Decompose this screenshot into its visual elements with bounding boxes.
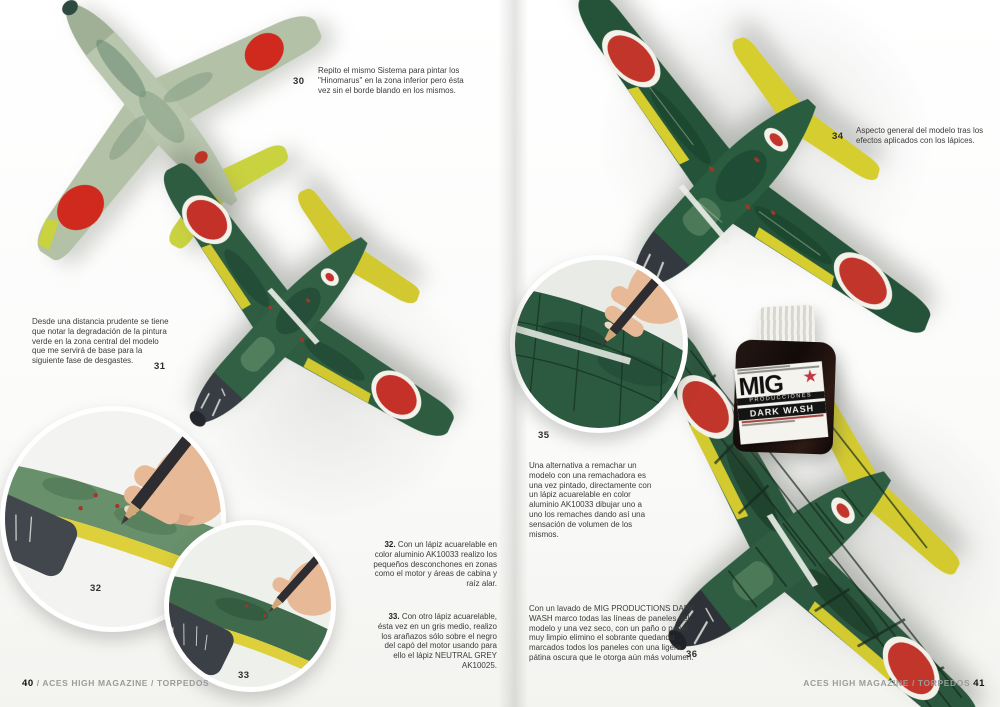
photo-inset-step35 [510, 255, 688, 433]
footer-left-text: / ACES HIGH MAGAZINE / TORPEDOS [36, 678, 210, 688]
step-number-35: 35 [538, 430, 550, 441]
red-star-icon: ★ [802, 367, 818, 386]
hinomaru-fuselage [831, 497, 855, 524]
wing-surface [169, 575, 331, 672]
caption-step-36: Con un lavado de MIG PRODUCTIONS DARK WA… [529, 604, 695, 662]
bottle-body: MIG★ PRODUCCIONES DARK WASH [732, 339, 837, 455]
yellow-leading-edge [37, 218, 60, 251]
hand-with-pencil [267, 525, 331, 616]
hinomaru-left-wing [833, 252, 893, 310]
step-number-33: 33 [238, 670, 250, 681]
hinomaru-left-wing [371, 370, 422, 420]
engine-cowling [5, 489, 78, 577]
engine-cowling [169, 602, 234, 676]
page-number-left: 40 [22, 678, 34, 689]
page-number-right: 41 [973, 678, 985, 689]
engine-cowling [671, 589, 732, 647]
bottle-label: MIG★ PRODUCCIONES DARK WASH [734, 361, 829, 445]
inset-33-content [169, 525, 331, 687]
footer-left: 40 / ACES HIGH MAGAZINE / TORPEDOS [22, 678, 209, 689]
step-number-36: 36 [686, 649, 698, 660]
step-number-30: 30 [293, 76, 305, 87]
yellow-tailplane [806, 384, 960, 575]
yellow-leading-edge [754, 227, 834, 287]
footer-right: ACES HIGH MAGAZINE / TORPEDOS 41 [803, 678, 985, 689]
cockpit-canopy [240, 336, 275, 372]
step-number-32: 32 [90, 583, 102, 594]
caption-32-body: Con un lápiz acuarelable en color alumin… [373, 540, 497, 589]
masking-tape [678, 184, 731, 244]
yellow-tailplane [732, 37, 880, 180]
yellow-leading-edge [627, 86, 690, 165]
photo-inset-step33 [164, 520, 336, 692]
page-gutter-shadow [498, 0, 528, 707]
propeller-spinner [62, 0, 78, 16]
photo-aircraft-topside-step31 [163, 163, 454, 436]
hinomaru-left-wing [882, 636, 940, 700]
caption-step-30: Repito el mismo Sistema para pintar los … [318, 66, 464, 95]
mig-dark-wash-bottle: MIG★ PRODUCCIONES DARK WASH [730, 304, 839, 458]
yellow-leading-edge [689, 424, 749, 520]
caption-33-marker: 33. [388, 612, 400, 621]
caption-step-31: Desde una distancia prudente se tiene qu… [32, 317, 169, 366]
hinomaru-right-wing [244, 32, 284, 71]
masking-tape [267, 287, 320, 345]
caption-step-35: Una alternativa a remachar un modelo con… [529, 461, 652, 539]
inset-35-content [515, 260, 683, 428]
photo-aircraft-overview-step34 [578, 0, 931, 333]
yellow-tailplane [298, 188, 420, 304]
yellow-leading-edge [201, 244, 251, 310]
hinomaru-fuselage [194, 151, 208, 164]
hinomaru-right-wing [677, 375, 735, 439]
step-number-34: 34 [832, 131, 844, 142]
masking-tape [515, 323, 632, 365]
caption-step-33: 33. Con otro lápiz acuarelable, ésta vez… [372, 612, 497, 671]
watercolor-pencil [267, 525, 331, 614]
photo-aircraft-washed-step36 [658, 332, 977, 707]
masking-tape [766, 513, 819, 588]
engine-cowling [192, 372, 243, 424]
cockpit-canopy [732, 561, 774, 601]
hinomaru-right-wing [181, 195, 232, 245]
caption-step-34: Aspecto general del modelo tras los efec… [856, 126, 984, 145]
footer-right-text: ACES HIGH MAGAZINE / TORPEDOS [803, 678, 971, 688]
hinomaru-fuselage [764, 127, 789, 152]
hinomaru-right-wing [602, 30, 661, 88]
caption-33-body: Con otro lápiz acuarelable, ésta vez en … [377, 612, 497, 670]
caption-32-marker: 32. [384, 540, 396, 549]
page-right: 34 Aspecto general del modelo tras los e… [500, 0, 1000, 707]
hinomaru-fuselage [320, 268, 339, 286]
yellow-leading-edge [808, 601, 893, 681]
step-number-31: 31 [154, 361, 166, 372]
caption-step-32: 32. Con un lápiz acuarelable en color al… [372, 540, 497, 589]
hinomaru-left-wing [57, 184, 104, 231]
yellow-leading-edge [303, 357, 371, 404]
